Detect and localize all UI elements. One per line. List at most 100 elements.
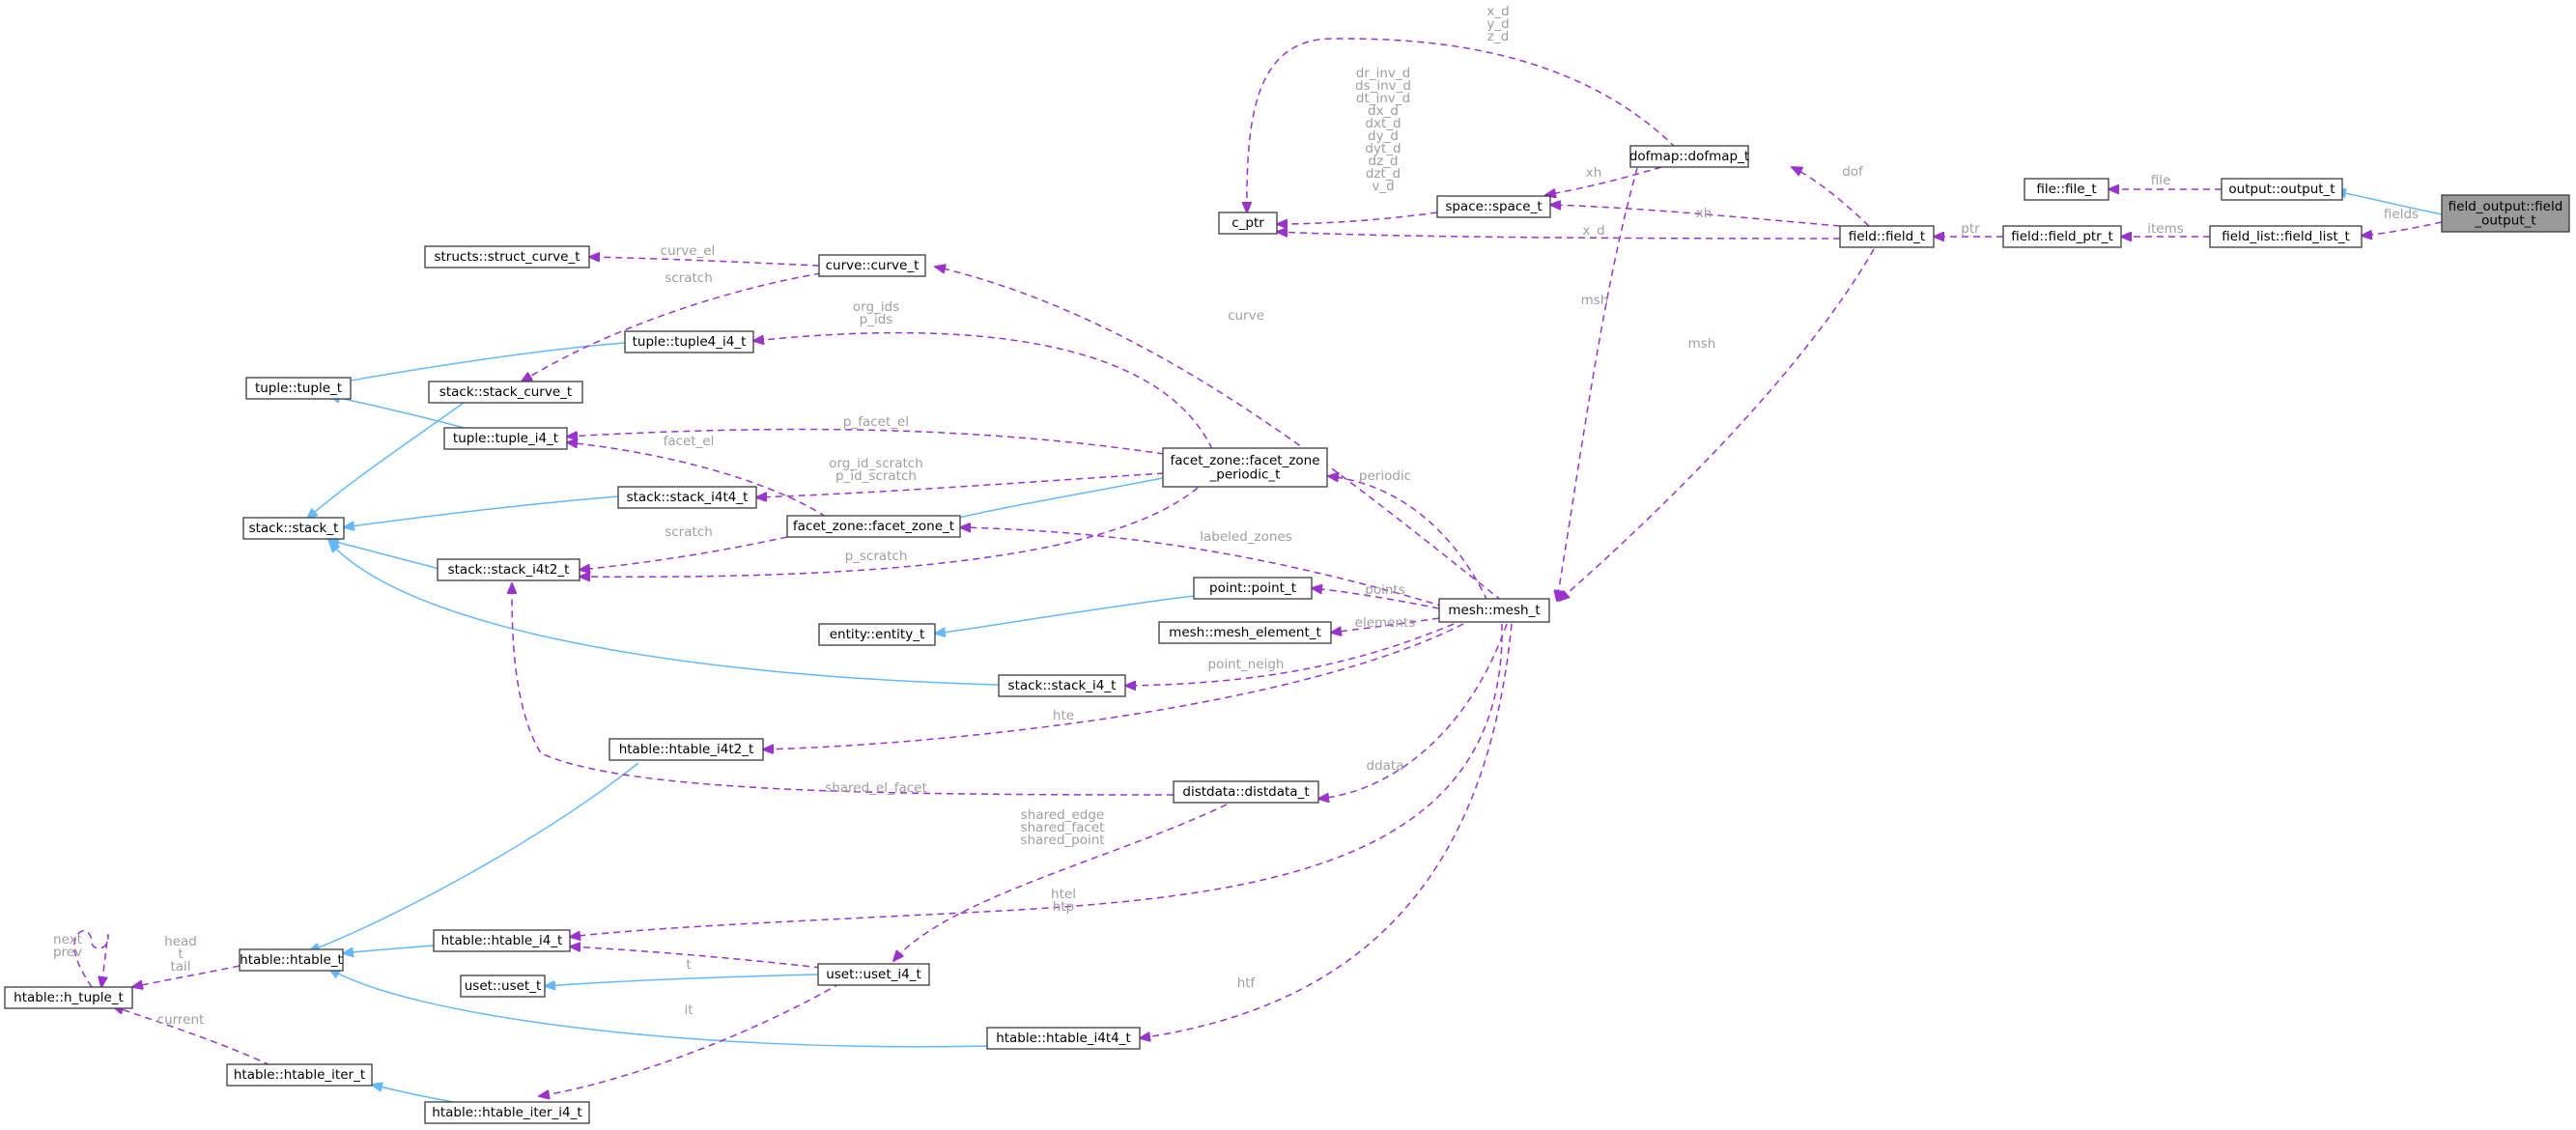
edge-label: facet_el — [664, 434, 715, 449]
node-distdata[interactable]: distdata::distdata_t — [1173, 780, 1319, 804]
edge-htable-to-h-tuple — [132, 965, 241, 987]
edge-label-line: shared_el_facet — [825, 780, 927, 796]
edge-label-line: x_d — [1486, 4, 1509, 19]
node-label: output::output_t — [2228, 182, 2335, 197]
node-label: stack::stack_i4t2_t — [448, 562, 570, 578]
edge-label-line: dzt_d — [1366, 166, 1401, 182]
edge-label: xh — [1586, 165, 1602, 181]
node-htable[interactable]: htable::htable_t — [239, 948, 344, 972]
node-output[interactable]: output::output_t — [2221, 178, 2343, 201]
node-space[interactable]: space::space_t — [1436, 195, 1551, 218]
node-stack-curve[interactable]: stack::stack_curve_t — [428, 381, 583, 404]
edge-label: t — [686, 957, 691, 973]
edge-distdata-to-stack-i4t2 — [512, 583, 1175, 796]
edge-dofmap-to-mesh — [1557, 167, 1638, 601]
node-stack[interactable]: stack::stack_t — [242, 517, 345, 540]
node-tuple-i4[interactable]: tuple::tuple_i4_t — [443, 427, 568, 450]
node-label: htable::htable_t — [240, 952, 343, 968]
edge-label-line: ptr — [1961, 221, 1980, 237]
edge-label: msh — [1688, 336, 1716, 352]
node-struct-curve[interactable]: structs::struct_curve_t — [424, 245, 590, 268]
node-htable-i4t2[interactable]: htable::htable_i4t2_t — [609, 738, 764, 761]
node-htable-iter[interactable]: htable::htable_iter_t — [226, 1063, 373, 1087]
node-field-list[interactable]: field_list::field_list_t — [2209, 225, 2363, 248]
edge-label-line: tail — [170, 959, 190, 975]
node-label: dofmap::dofmap_t — [1629, 149, 1749, 164]
edge-label-line: current — [157, 1012, 205, 1028]
node-stack-i4t4[interactable]: stack::stack_i4t4_t — [617, 486, 757, 509]
edge-label: items — [2147, 221, 2184, 237]
node-facet-zone-periodic[interactable]: facet_zone::facet_zone_periodic_t — [1162, 447, 1328, 488]
node-h-tuple[interactable]: htable::h_tuple_t — [4, 986, 133, 1009]
node-uset-i4[interactable]: uset::uset_i4_t — [817, 963, 930, 986]
node-facet-zone[interactable]: facet_zone::facet_zone_t — [786, 515, 961, 538]
node-field-ptr[interactable]: field::field_ptr_t — [2002, 225, 2122, 248]
edge-label-line: prev — [53, 945, 82, 960]
edge-label-line: curve_el — [661, 243, 716, 259]
node-htable-i4[interactable]: htable::htable_i4_t — [433, 929, 571, 952]
node-label: field::field_ptr_t — [2011, 229, 2113, 244]
edge-label-line: point_neigh — [1208, 657, 1285, 672]
edge-label: current — [157, 1012, 205, 1028]
edge-label-line: it — [684, 1003, 693, 1018]
node-mesh-element[interactable]: mesh::mesh_element_t — [1158, 621, 1332, 644]
edge-label: it — [684, 1003, 693, 1018]
node-mesh[interactable]: mesh::mesh_t — [1438, 598, 1550, 623]
node-tuple[interactable]: tuple::tuple_t — [245, 377, 352, 400]
node-field[interactable]: field::field_t — [1839, 225, 1935, 248]
edge-label-line: t — [178, 946, 183, 962]
edge-label-line: p_facet_el — [843, 414, 909, 430]
edge-label-line: org_ids — [853, 299, 899, 315]
edge-label: periodic — [1359, 468, 1411, 484]
nodes: field_output::field_output_t output::out… — [4, 145, 2570, 1124]
edge-label-line: fields — [2384, 207, 2419, 222]
node-label: file::file_t — [2036, 182, 2096, 197]
node-label: curve::curve_t — [826, 258, 920, 273]
edge-stack-i4t4-to-stack — [344, 495, 619, 527]
edge-label-line: elements — [1355, 615, 1416, 631]
edge-label-line: msh — [1688, 336, 1716, 352]
edge-label-line: dof — [1842, 164, 1864, 180]
node-tuple4-i4[interactable]: tuple::tuple4_i4_t — [624, 330, 754, 353]
edge-label-line: scratch — [665, 270, 713, 286]
node-field-output[interactable]: field_output::field_output_t — [2441, 194, 2570, 233]
node-htable-i4t4[interactable]: htable::htable_i4t4_t — [986, 1027, 1141, 1050]
node-label: tuple::tuple_t — [255, 381, 342, 396]
edge-label: x_d — [1582, 223, 1604, 239]
node-uset[interactable]: uset::uset_t — [460, 975, 546, 998]
edge-mesh-to-htable-i4t4 — [1140, 623, 1513, 1038]
edge-label: htf — [1237, 975, 1257, 991]
edge-label-line: curve — [1228, 308, 1264, 324]
node-curve[interactable]: curve::curve_t — [818, 254, 926, 277]
edge-tuple4-to-tuple — [329, 342, 626, 384]
node-file[interactable]: file::file_t — [2024, 178, 2109, 201]
node-label: htable::htable_i4_t — [441, 933, 563, 948]
edge-label-line: htp — [1053, 899, 1074, 915]
edge-distdata-to-uset-i4 — [893, 804, 1228, 961]
node-htable-iter-i4[interactable]: htable::htable_iter_i4_t — [424, 1101, 590, 1124]
node-label: stack::stack_t — [249, 521, 339, 536]
node-label: _output_t — [2474, 212, 2535, 228]
node-point[interactable]: point::point_t — [1193, 577, 1313, 600]
node-entity[interactable]: entity::entity_t — [818, 623, 936, 646]
edge-field-to-c-ptr — [1277, 232, 1841, 240]
node-c-ptr[interactable]: c_ptr — [1218, 212, 1278, 235]
edge-label: curve — [1228, 308, 1264, 324]
edge-dofmap-to-c-ptr — [1247, 38, 1677, 212]
node-label: tuple::tuple_i4_t — [453, 431, 558, 446]
edge-label-line: points — [1365, 582, 1404, 598]
edge-label-line: shared_point — [1020, 833, 1104, 848]
edge-mesh-to-facet-zone — [960, 527, 1445, 607]
edge-label-line: dr_inv_d — [1356, 66, 1411, 81]
edge-field-to-mesh — [1559, 248, 1875, 601]
edge-label-line: z_d — [1487, 29, 1509, 44]
node-stack-i4[interactable]: stack::stack_i4_t — [998, 674, 1126, 697]
node-dofmap[interactable]: dofmap::dofmap_t — [1629, 145, 1749, 168]
edge-label-line: dy_d — [1368, 128, 1399, 144]
node-stack-i4t2[interactable]: stack::stack_i4t2_t — [437, 558, 580, 581]
